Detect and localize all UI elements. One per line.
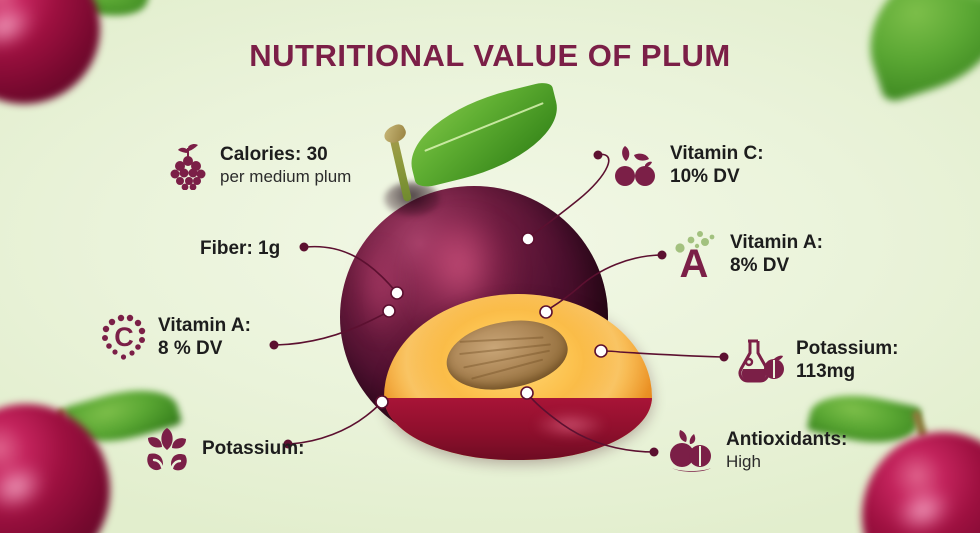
antioxidants-title: Antioxidants: [726, 429, 848, 451]
anchor-point-vitamin-a-left [382, 304, 396, 318]
fiber-title: Fiber: 1g [200, 238, 281, 259]
antioxidants-subtitle: High [726, 452, 761, 472]
berry-cluster-icon [170, 143, 206, 190]
anchor-point-fiber [390, 286, 404, 300]
vitamin-a-left-title: Vitamin A: [158, 315, 251, 337]
vitamin-c-subtitle: 10% DV [670, 166, 740, 187]
label-calories: Calories: 30 per medium plum [166, 142, 351, 190]
label-text-group: Antioxidants: High [726, 429, 847, 472]
anchor-point-potassium-right [594, 344, 608, 358]
connector-dot-vitamin-c [593, 150, 603, 160]
page-title: NUTRITIONAL VALUE OF PLUM [249, 38, 731, 73]
connector-dot-antioxidants [649, 447, 659, 457]
letter-a-bubbles-icon: A [675, 231, 715, 280]
connector-potassium-right [601, 350, 723, 358]
label-text-group: Vitamin C: 10% DV [670, 143, 764, 189]
connector-vitamin-a-right [545, 254, 661, 312]
flask-plum-icon [738, 339, 784, 383]
two-plums-icon [670, 430, 711, 472]
label-text-group: Calories: 30 per medium plum [220, 144, 351, 187]
halved-plum-rim-gloss [534, 412, 606, 438]
potassium-right-title: Potassium: [796, 338, 899, 360]
halved-plum [384, 294, 652, 460]
label-vitamin-a-right: A Vitamin A: 8% DV [672, 230, 823, 280]
plum-stem-cleft [384, 182, 440, 216]
connector-dot-potassium-left [283, 439, 293, 449]
connector-fiber [305, 245, 397, 293]
connector-vitamin-c [527, 153, 610, 239]
calories-title: Calories: 30 [220, 144, 328, 166]
label-fiber: Fiber: 1g [200, 238, 280, 261]
anchor-point-antioxidants [520, 386, 534, 400]
vitamin-a-left-subtitle: 8 % DV [158, 338, 223, 359]
berries-icon [615, 146, 655, 186]
svg-text:C: C [114, 322, 134, 352]
label-vitamin-c: Vitamin C: 10% DV [612, 142, 764, 190]
anchor-point-potassium-left [375, 395, 389, 409]
connector-dot-vitamin-a-right [657, 250, 667, 260]
label-potassium-right: Potassium: 113mg [734, 336, 898, 386]
svg-text:A: A [680, 242, 709, 280]
connector-antioxidants [527, 393, 657, 453]
anchor-point-vitamin-a-right [539, 305, 553, 319]
calories-subtitle: per medium plum [220, 167, 352, 187]
label-text-group: Potassium: [202, 438, 304, 461]
vitamin-c-heart-dots-icon: C [102, 314, 146, 360]
label-text-group: Vitamin A: 8 % DV [158, 315, 251, 361]
connector-vitamin-a-left [275, 310, 391, 346]
label-text-group: Fiber: 1g [200, 238, 280, 261]
connector-dot-potassium-right [719, 352, 729, 362]
connector-dot-fiber [299, 242, 309, 252]
connector-dot-vitamin-a-left [269, 340, 279, 350]
label-antioxidants: Antioxidants: High [666, 428, 847, 474]
leaf-flower-icon [147, 428, 187, 471]
vitamin-c-title: Vitamin C: [670, 143, 764, 165]
potassium-left-title: Potassium: [202, 437, 305, 459]
label-potassium-left: Potassium: [142, 424, 304, 474]
halved-plum-skin-rim [384, 398, 652, 460]
potassium-right-subtitle: 113mg [796, 361, 856, 382]
anchor-point-vitamin-c [521, 232, 535, 246]
vitamin-a-right-title: Vitamin A: [730, 232, 823, 254]
vitamin-a-right-subtitle: 8% DV [730, 255, 790, 276]
label-text-group: Vitamin A: 8% DV [730, 232, 823, 278]
label-vitamin-a-left: C Vitamin A: 8 % DV [100, 312, 251, 364]
label-text-group: Potassium: 113mg [796, 338, 898, 384]
